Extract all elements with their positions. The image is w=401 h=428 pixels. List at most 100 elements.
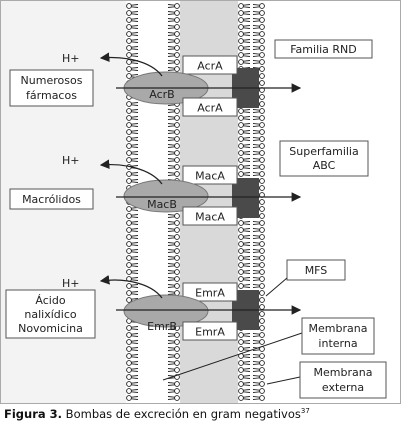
lipid-head [174,367,180,373]
lipid-tail [243,4,251,8]
lipid-head [174,346,180,352]
lipid-head [238,38,244,44]
lipid-head [126,269,132,275]
lipid-head [259,241,265,247]
lipid-tail [243,382,251,386]
lipid-tail [243,396,251,400]
lipid-tail [131,137,139,141]
lipid-head [259,262,265,268]
lipid-head [126,178,132,184]
lipid-tail [167,158,175,162]
lipid-tail [131,214,139,218]
lipid-tail [243,340,251,344]
lipid-tail [252,361,260,365]
lipid-tail [167,221,175,225]
lipid-tail [243,242,251,246]
lipid-tail [131,18,139,22]
lipid-tail [167,340,175,344]
lipid-tail [243,60,251,64]
lipid-tail [131,333,139,337]
lipid-head [174,59,180,65]
lipid-head [259,52,265,58]
lipid-head [259,38,265,44]
maca-top-label: MacA [195,170,225,183]
family-box [286,259,346,281]
lipid-head [238,115,244,121]
lipid-head [238,234,244,240]
lipid-tail [167,116,175,120]
lipid-head [174,17,180,23]
lipid-tail [243,375,251,379]
lipid-head [259,129,265,135]
lipid-head [126,325,132,331]
lipid-head [259,66,265,72]
lipid-tail [131,263,139,267]
lipid-head [174,45,180,51]
lipid-head [126,122,132,128]
lipid-head [238,241,244,247]
lipid-tail [252,249,260,253]
lipid-tail [243,109,251,113]
family-box [279,140,369,177]
lipid-tail [252,137,260,141]
lipid-tail [252,18,260,22]
proton-label: H+ [62,52,80,65]
lipid-head [174,388,180,394]
lipid-head [174,220,180,226]
lipid-head [259,304,265,310]
lipid-tail [252,116,260,120]
lipid-tail [167,354,175,358]
lipid-head [259,283,265,289]
lipid-tail [131,326,139,330]
lipid-head [126,101,132,107]
lipid-tail [252,46,260,50]
outer-membrane-box [299,361,387,399]
lipid-tail [252,53,260,57]
lipid-head [259,59,265,65]
lipid-tail [243,221,251,225]
lipid-head [126,3,132,9]
lipid-head [126,66,132,72]
lipid-head [259,143,265,149]
lipid-tail [243,165,251,169]
lipid-head [126,220,132,226]
family-box [274,39,373,59]
lipid-head [238,171,244,177]
lipid-tail [167,46,175,50]
lipid-head [126,213,132,219]
lipid-tail [243,263,251,267]
inner-membrane-label-2: interna [318,337,357,350]
proton-label: H+ [62,154,80,167]
substrate-line-3: Novomicina [18,322,83,335]
maca-bottom-box [182,206,238,226]
lipid-tail [243,151,251,155]
lipid-head [126,59,132,65]
lipid-tail [167,172,175,176]
lipid-tail [131,144,139,148]
lipid-head [126,24,132,30]
substrate-line-1: Numerosos [21,74,83,87]
lipid-tail [167,347,175,351]
family-label: Familia RND [290,43,357,56]
lipid-tail [131,256,139,260]
lipid-tail [243,354,251,358]
lipid-head [259,234,265,240]
lipid-head [126,234,132,240]
lipid-tail [243,172,251,176]
lipid-tail [167,39,175,43]
lipid-head [174,290,180,296]
lipid-tail [131,396,139,400]
lipid-tail [252,172,260,176]
lipid-tail [243,249,251,253]
lipid-tail [131,375,139,379]
inner-membrane-box [301,317,375,355]
lipid-head [174,395,180,401]
lipid-head [238,17,244,23]
lipid-head [259,374,265,380]
lipid-tail [252,32,260,36]
maca-top-box [182,165,238,185]
lipid-tail [131,179,139,183]
lipid-head [174,115,180,121]
lipid-tail [167,53,175,57]
lipid-head [259,339,265,345]
